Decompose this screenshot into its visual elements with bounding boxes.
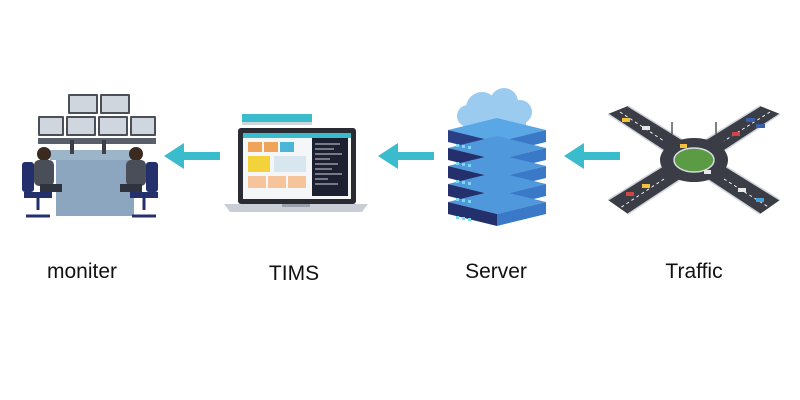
node-label-tims: TIMS bbox=[268, 262, 320, 285]
flow-arrow-server-to-tims bbox=[378, 143, 434, 174]
node-label-traffic: Traffic bbox=[665, 260, 723, 283]
flow-arrow-traffic-to-server bbox=[564, 143, 620, 174]
laptop-dashboard-icon bbox=[222, 108, 370, 218]
node-label-server: Server bbox=[465, 260, 527, 283]
flow-arrow-tims-to-monitor bbox=[164, 143, 220, 174]
node-label-monitor: moniter bbox=[46, 260, 118, 283]
control-room-icon bbox=[20, 92, 160, 220]
intersection-roundabout-icon bbox=[606, 104, 782, 216]
cloud-server-stack-icon bbox=[442, 86, 552, 232]
